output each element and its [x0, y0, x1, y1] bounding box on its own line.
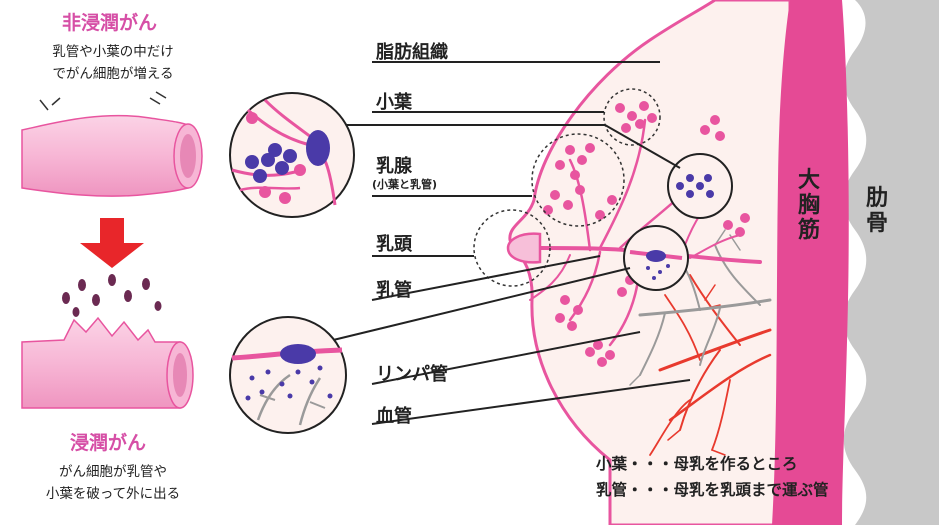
label-lymph-vessel: リンパ管 [376, 364, 448, 385]
legend-duct: 乳管・・・母乳を乳頭まで運ぶ管 [596, 481, 829, 499]
invasive-tube [21, 274, 194, 409]
label-mammary-gland: 乳腺 [376, 156, 412, 177]
blood-vessels [649, 274, 772, 456]
lobules [543, 101, 750, 367]
label-blood-vessel: 血管 [376, 406, 412, 427]
nipple [506, 232, 542, 264]
rib-shape [843, 0, 939, 525]
non-invasive-desc-2: でがん細胞が増える [52, 66, 174, 82]
label-duct: 乳管 [376, 280, 412, 301]
nipple-dashed-circle [473, 209, 551, 287]
label-nipple: 乳頭 [376, 234, 412, 255]
legend-lobule: 小葉・・・母乳を作るところ [596, 455, 798, 473]
label-mammary-gland-sub: (小葉と乳管) [372, 178, 438, 191]
transition-arrow [80, 218, 144, 268]
label-rib-text: 肋骨 [866, 186, 889, 236]
label-fat-tissue: 脂肪組織 [376, 42, 448, 63]
non-invasive-title: 非浸潤がん [62, 12, 158, 34]
non-invasive-desc-1: 乳管や小葉の中だけ [52, 44, 174, 60]
pectoral-muscle [772, 0, 849, 525]
invasive-title: 浸潤がん [70, 432, 147, 454]
lobule-dashed-circle [603, 88, 661, 146]
non-invasive-tube [21, 91, 203, 197]
invasive-desc-2: 小葉を破って外に出る [45, 486, 181, 502]
lymph-vessels [629, 229, 772, 386]
gland-dashed-circle [531, 133, 625, 227]
leader-lines [324, 61, 691, 425]
label-lobule: 小葉 [376, 92, 412, 113]
invasive-desc-1: がん細胞が乳管や [59, 464, 167, 480]
magnified-invasive [229, 316, 347, 434]
label-pectoral-muscle: 大胸筋 [798, 168, 824, 243]
magnified-non-invasive [229, 92, 355, 218]
label-rib: 肋骨 [866, 186, 892, 236]
label-pectoral-muscle-text: 大胸筋 [798, 168, 821, 243]
